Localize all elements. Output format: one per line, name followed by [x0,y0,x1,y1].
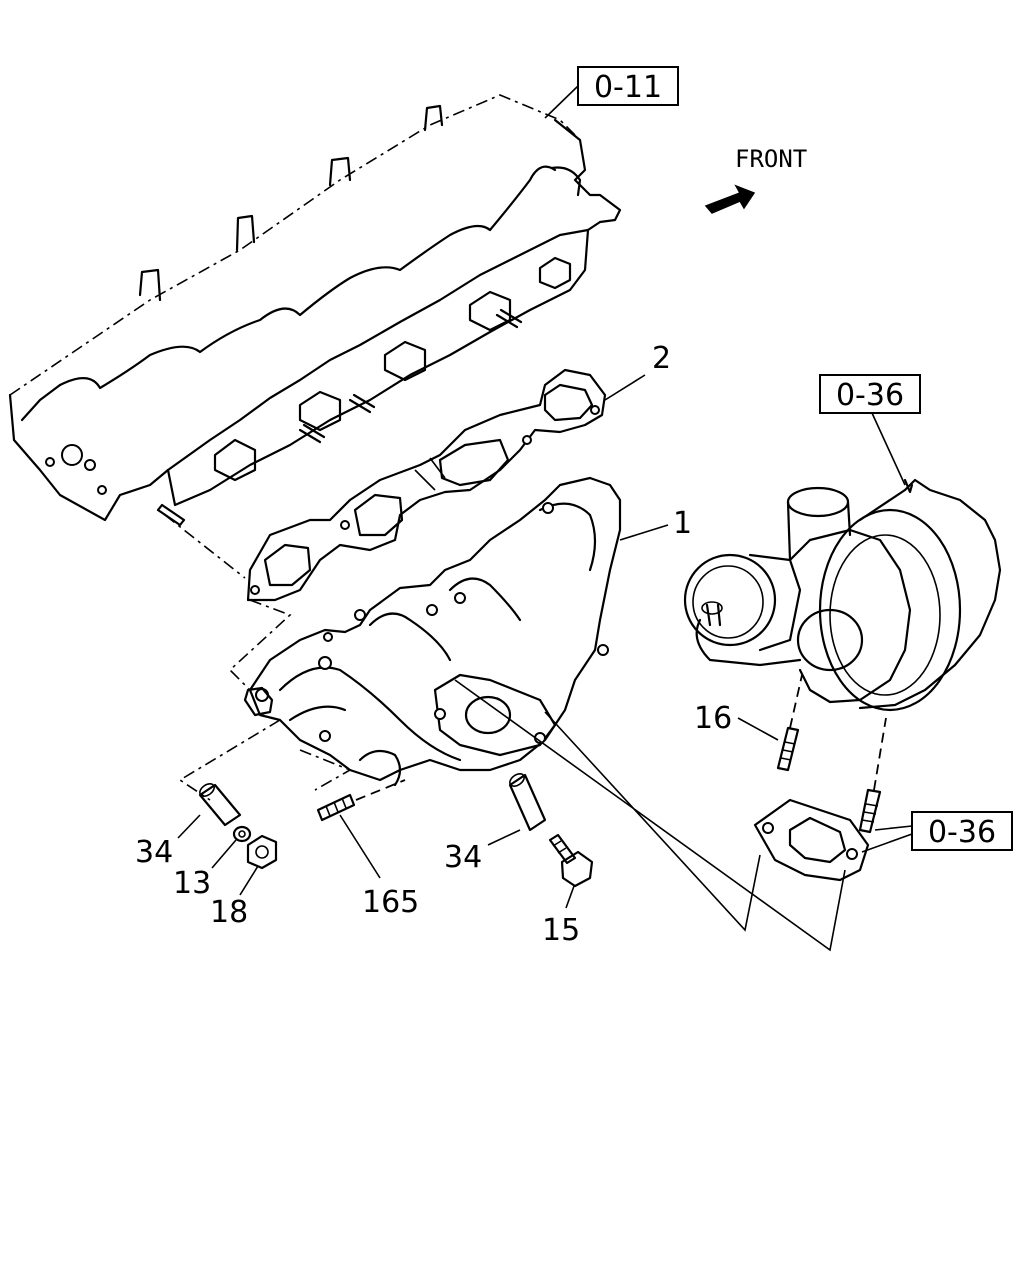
turbo-studs [776,674,887,834]
callout-gasket: 2 [604,341,671,401]
cylinder-head [8,94,622,527]
callout-turbo-stud-number: 16 [694,701,732,736]
reference-turbocharger: 0-36 [819,374,921,486]
front-arrow-icon [704,184,756,214]
callout-sleeve-left-number: 34 [135,835,173,870]
reference-turbo-flange: 0-36 [861,811,1013,853]
callout-bolt-number: 15 [542,913,580,948]
reference-cylinder-head-text: 0-11 [594,70,662,105]
callout-nut-number: 18 [210,895,248,930]
flange-nut: 18 [210,834,278,930]
reference-cylinder-head: 0-11 [544,66,679,119]
callout-sleeve-right-number: 34 [444,840,482,875]
reference-turbocharger-text: 0-36 [836,378,904,413]
stud-long: 165 [316,779,419,920]
callout-stud-long-number: 165 [362,885,419,920]
sleeve-right: 34 [444,773,547,875]
washer: 13 [173,825,252,901]
flange-bolt: 15 [542,833,594,948]
front-label: FRONT [735,145,807,173]
callout-turbo-stud: 16 [694,701,779,741]
turbocharger [683,478,1002,712]
exhaust-manifold [243,476,622,787]
exhaust-manifold-gasket [246,368,607,602]
callout-manifold-number: 1 [673,506,692,541]
front-direction-indicator: FRONT [704,145,807,214]
reference-turbo-flange-text: 0-36 [928,815,996,850]
turbo-flange-gasket [753,798,870,882]
callout-gasket-number: 2 [652,341,671,376]
callout-manifold: 1 [619,506,692,541]
callout-washer-number: 13 [173,866,211,901]
sleeve-left: 34 [135,783,242,870]
